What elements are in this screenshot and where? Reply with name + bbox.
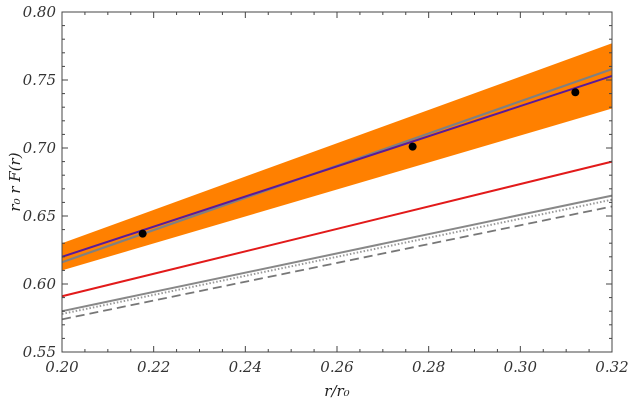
x-tick-label: 0.22 [137,358,170,376]
y-tick-label: 0.80 [23,3,57,21]
x-tick-label: 0.30 [504,358,538,376]
series-line-6 [61,205,613,321]
x-axis-title: r/r₀ [324,382,349,400]
x-tick-label: 0.28 [412,358,445,376]
y-tick-label: 0.75 [23,71,56,89]
series-line-4 [61,194,613,313]
series-line-2 [61,74,613,258]
series-line-5 [61,198,613,315]
x-tick-label: 0.24 [229,358,262,376]
data-point-1 [138,229,147,238]
x-tick-label: 0.32 [595,358,628,376]
y-tick-label: 0.70 [23,139,57,157]
y-tick-label: 0.65 [23,207,56,225]
plot-area [61,43,613,321]
y-tick-label: 0.60 [23,275,57,293]
y-axis-title: r₀ r F(r) [6,152,24,211]
ticks: 0.20 0.22 0.24 0.26 0.28 0.30 0.32 0.55 0.60 0.65… [23,3,629,376]
series-line-3 [61,160,613,298]
x-tick-label: 0.26 [320,358,354,376]
x-tick-label: 0.20 [45,358,79,376]
data-point-3 [571,88,580,97]
data-point-2 [408,142,417,151]
y-tick-label: 0.55 [23,343,56,361]
